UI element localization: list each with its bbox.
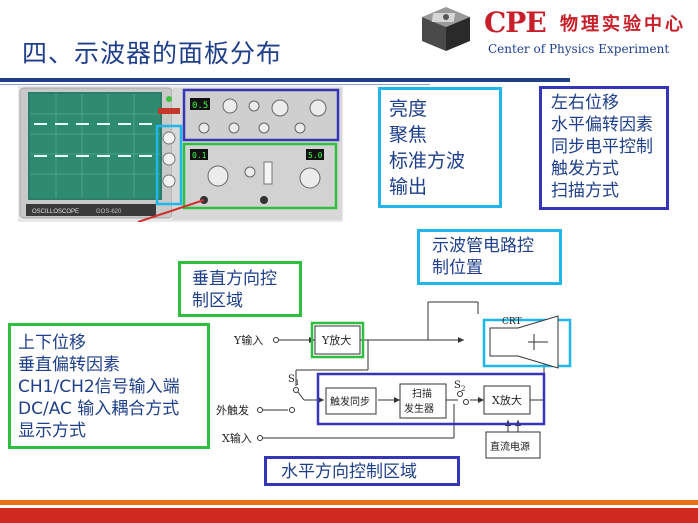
label-vertical-shift: 上下位移 (18, 333, 86, 353)
crt-control-label-box: 示波管电路控 制位置 (417, 229, 562, 285)
footer-bar-red (0, 508, 698, 523)
diagram-s2: S (454, 380, 461, 391)
diagram-trigger-sync: 触发同步 (330, 395, 370, 408)
diagram-ext-trigger: 外触发 (216, 403, 249, 417)
vertical-area-label-box: 垂直方向控 制区域 (178, 261, 302, 317)
title-underline-thin (0, 84, 430, 85)
diagram-dc-power: 直流电源 (490, 440, 530, 453)
logo-english-name: Center of Physics Experiment (488, 42, 670, 56)
label-horizontal-shift: 左右位移 (551, 93, 619, 113)
diagram-sweep-1: 扫描 (412, 387, 432, 400)
photo-brand-text: OSCILLOSCOPE (32, 209, 79, 215)
label-sweep-mode: 扫描方式 (551, 181, 619, 201)
label-crt-line2: 制位置 (432, 258, 483, 278)
label-display-mode: 显示方式 (18, 421, 86, 441)
page-title: 四、示波器的面板分布 (22, 39, 283, 68)
label-brightness: 亮度 (389, 98, 428, 120)
diagram-x-input: X输入 (222, 431, 252, 445)
label-trigger-mode: 触发方式 (551, 159, 619, 179)
label-vertical-line1: 垂直方向控 (192, 269, 277, 289)
diagram-crt: CRT (502, 317, 522, 327)
label-horizontal-deflection: 水平偏转因素 (551, 115, 653, 135)
label-focus: 聚焦 (389, 124, 428, 146)
photo-display-left: 0.5 (192, 101, 208, 111)
label-output: 输出 (389, 176, 428, 198)
diagram-s1-sub: 1 (295, 379, 299, 387)
diagram-sweep-2: 发生器 (404, 402, 434, 415)
diagram-x-amp: X放大 (492, 393, 522, 407)
photo-display-mid: 0.1 (192, 151, 207, 160)
label-ch-input: CH1/CH2信号输入端 (18, 377, 180, 397)
logo-cpe: CPE (484, 6, 547, 39)
horizontal-controls-label-box: 左右位移 水平偏转因素 同步电平控制 触发方式 扫描方式 (539, 86, 669, 210)
brightness-focus-label-box: 亮度 聚焦 标准方波 输出 (378, 87, 502, 208)
photo-model-text: GOS-620 (96, 209, 122, 215)
label-sync-level: 同步电平控制 (551, 137, 653, 157)
block-diagram: Y输入 外触发 X输入 S 1 S 2 Y放大 CRT 触发同步 扫描 发生器 … (216, 301, 572, 459)
oscilloscope-photo: OSCILLOSCOPE GOS-620 0.5 0.1 5.0 (18, 86, 343, 222)
diagram-s2-sub: 2 (461, 385, 465, 393)
vertical-controls-label-box: 上下位移 垂直偏转因素 CH1/CH2信号输入端 DC/AC 输入耦合方式 显示… (8, 323, 210, 449)
label-std-square-wave: 标准方波 (389, 150, 466, 172)
label-coupling: DC/AC 输入耦合方式 (18, 399, 180, 419)
label-vertical-deflection: 垂直偏转因素 (18, 355, 120, 375)
diagram-s1: S (288, 374, 295, 385)
horizontal-area-label-box: 水平方向控制区域 (264, 456, 460, 486)
footer-bar-orange (0, 500, 698, 505)
title-underline (0, 78, 570, 82)
logo-cube-icon (422, 7, 470, 51)
label-horizontal-area: 水平方向控制区域 (281, 462, 417, 482)
label-crt-line1: 示波管电路控 (432, 236, 534, 256)
diagram-y-input: Y输入 (233, 333, 263, 347)
diagram-y-amp: Y放大 (321, 333, 351, 347)
label-vertical-line2: 制区域 (192, 291, 243, 311)
photo-display-right: 5.0 (308, 151, 323, 160)
logo-chinese-name: 物理实验中心 (560, 14, 686, 35)
